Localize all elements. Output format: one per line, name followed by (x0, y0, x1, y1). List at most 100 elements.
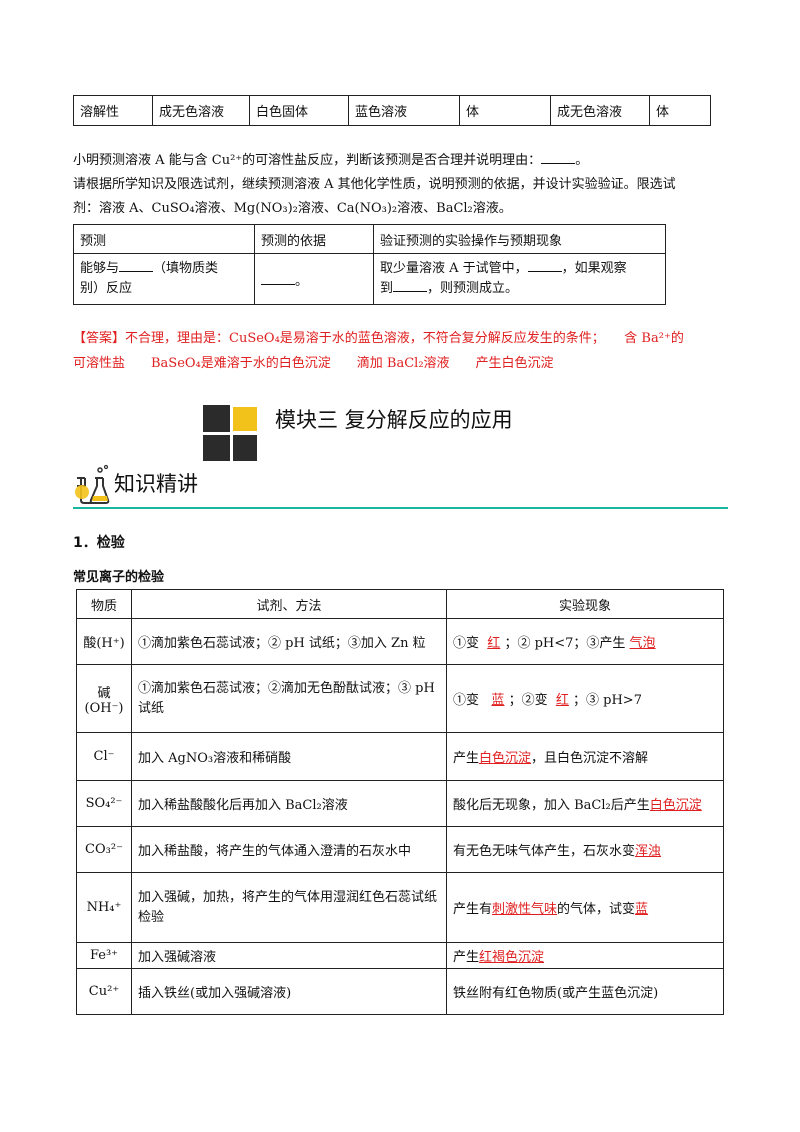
answer-fill: 红 (555, 693, 569, 708)
cell-text: 别）反应 (80, 281, 133, 296)
table-cell: 体 (649, 95, 711, 126)
cell-text: 产生 (453, 751, 480, 766)
cell-text: （填物质类 (153, 261, 219, 276)
table-header-row: 预测 预测的依据 验证预测的实验操作与预期现象 (73, 224, 666, 254)
table-row: 碱(OH⁻) ①滴加紫色石蕊试液；②滴加无色酚酞试液；③ pH 试纸 ①变 蓝 … (76, 664, 724, 733)
table-row: NH₄⁺ 加入强碱，加热，将产生的气体用湿润红色石蕊试纸检验 产生有刺激性气味的… (76, 872, 724, 943)
table-header: 验证预测的实验操作与预期现象 (373, 224, 666, 254)
ion-cell: Fe³⁺ (76, 942, 132, 969)
ion-detection-table: 物质 试剂、方法 实验现象 酸(H⁺) ①滴加紫色石蕊试液；② pH 试纸；③加… (76, 589, 724, 1015)
table-row: 溶解性 成无色溶液 白色固体 蓝色溶液 体 成无色溶液 体 (73, 95, 711, 126)
question-text: 小明预测溶液 A 能与含 Cu²⁺的可溶性盐反应，判断该预测是否合理并说明理由：… (73, 153, 589, 168)
ion-cell: SO₄²⁻ (76, 780, 132, 827)
question-text-3: 剂：溶液 A、CuSO₄溶液、Mg(NO₃)₂溶液、Ca(NO₃)₂溶液、BaC… (73, 201, 512, 216)
phenomenon-cell: 产生有刺激性气味的气体，试变蓝 (446, 872, 724, 943)
cell-text: 产生有 (453, 902, 493, 917)
table-cell: 成无色溶液 (550, 95, 650, 126)
table-cell: 取少量溶液 A 于试管中， ，如果观察 到 ，则预测成立。 (373, 253, 666, 305)
cell-text: ①变 (453, 693, 480, 708)
table-cell: 体 (459, 95, 551, 126)
ion-cell: 酸(H⁺) (76, 618, 132, 665)
method-cell: 加入稀盐酸，将产生的气体通入澄清的石灰水中 (131, 826, 447, 873)
answer-fill: 白色沉淀 (649, 798, 702, 813)
predict-table: 预测 预测的依据 验证预测的实验操作与预期现象 能够与 （填物质类 别）反应 。 … (73, 224, 666, 305)
table-header: 实验现象 (446, 589, 724, 619)
subsection-heading: 常见离子的检验 (73, 570, 165, 585)
ion-cell: 碱(OH⁻) (76, 664, 132, 733)
table-row: SO₄²⁻ 加入稀盐酸酸化后再加入 BaCl₂溶液 酸化后无现象，加入 BaCl… (76, 780, 724, 827)
blank (393, 290, 428, 292)
answer-tag: 【答案】 (73, 331, 126, 346)
table-cell: 溶解性 (73, 95, 153, 126)
method-cell: ①滴加紫色石蕊试液；② pH 试纸；③加入 Zn 粒 (131, 618, 447, 665)
method-cell: 加入 AgNO₃溶液和稀硝酸 (131, 732, 447, 781)
method-cell: 插入铁丝(或加入强碱溶液) (131, 968, 447, 1015)
cell-text: ，且白色沉淀不溶解 (531, 751, 649, 766)
table-header: 物质 (76, 589, 132, 619)
answer-fill: 刺激性气味 (492, 902, 558, 917)
top-table: 溶解性 成无色溶液 白色固体 蓝色溶液 体 成无色溶液 体 (73, 95, 711, 126)
phenomenon-cell: 酸化后无现象，加入 BaCl₂后产生白色沉淀 (446, 780, 724, 827)
method-cell: 加入稀盐酸酸化后再加入 BaCl₂溶液 (131, 780, 447, 827)
question-line: 小明预测溶液 A 能与含 Cu²⁺的可溶性盐反应，判断该预测是否合理并说明理由： (73, 153, 542, 168)
table-row: 酸(H⁺) ①滴加紫色石蕊试液；② pH 试纸；③加入 Zn 粒 ①变 红 ；②… (76, 618, 724, 665)
table-cell: 能够与 （填物质类 别）反应 (73, 253, 255, 305)
phenomenon-cell: ①变 蓝 ；②变 红 ；③ pH>7 (446, 664, 724, 733)
phenomenon-cell: ①变 红 ；② pH<7；③产生 气泡 (446, 618, 724, 665)
answer-fill: 红 (487, 636, 501, 651)
table-cell: 蓝色溶液 (348, 95, 460, 126)
ion-cell: CO₃²⁻ (76, 826, 132, 873)
table-cell: 。 (254, 253, 374, 305)
answer-fill: 红褐色沉淀 (479, 950, 545, 965)
cell-text: ；② pH<7；③产生 (504, 636, 626, 651)
method-cell: 加入强碱，加热，将产生的气体用湿润红色石蕊试纸检验 (131, 872, 447, 943)
module-title: 模块三 复分解反应的应用 (275, 408, 513, 432)
lab-flask-icon (75, 464, 110, 504)
cell-text: 的气体，试变 (557, 902, 636, 917)
answer-text: 不合理，理由是：CuSeO₄是易溶于水的蓝色溶液，不符合复分解反应发生的条件； … (125, 331, 684, 346)
table-row: Fe³⁺ 加入强碱溶液 产生红褐色沉淀 (76, 942, 724, 969)
module-block-icon (203, 405, 257, 461)
phenomenon-cell: 产生红褐色沉淀 (446, 942, 724, 969)
question-text-2: 请根据所学知识及限选试剂，继续预测溶液 A 其他化学性质，说明预测的依据，并设计… (73, 177, 676, 192)
table-row: 能够与 （填物质类 别）反应 。 取少量溶液 A 于试管中， ，如果观察 到 ，则预测… (73, 253, 666, 305)
ion-cell: Cu²⁺ (76, 968, 132, 1015)
table-row: Cu²⁺ 插入铁丝(或加入强碱溶液) 铁丝附有红色物质(或产生蓝色沉淀) (76, 968, 724, 1015)
ion-cell: NH₄⁺ (76, 872, 132, 943)
table-row: CO₃²⁻ 加入稀盐酸，将产生的气体通入澄清的石灰水中 有无色无味气体产生，石灰… (76, 826, 724, 873)
table-row: Cl⁻ 加入 AgNO₃溶液和稀硝酸 产生白色沉淀，且白色沉淀不溶解 (76, 732, 724, 781)
answer-line-2: 可溶性盐 BaSeO₄是难溶于水的白色沉淀 滴加 BaCl₂溶液 产生白色沉淀 (73, 356, 554, 371)
cell-text: 产生 (453, 950, 480, 965)
table-cell: 白色固体 (249, 95, 349, 126)
answer-line-1: 【答案】不合理，理由是：CuSeO₄是易溶于水的蓝色溶液，不符合复分解反应发生的… (73, 328, 684, 350)
answer-fill: 蓝 (635, 902, 649, 917)
cell-text: 酸化后无现象，加入 BaCl₂后产生 (453, 798, 650, 813)
section-divider (73, 507, 728, 509)
cell-text: ，如果观察 (561, 261, 627, 276)
phenomenon-cell: 有无色无味气体产生，石灰水变浑浊 (446, 826, 724, 873)
cell-text: 能够与 (80, 261, 120, 276)
table-header: 试剂、方法 (131, 589, 447, 619)
cell-text: 有无色无味气体产生，石灰水变 (453, 844, 636, 859)
ion-cell: Cl⁻ (76, 732, 132, 781)
phenomenon-cell: 产生白色沉淀，且白色沉淀不溶解 (446, 732, 724, 781)
cell-text: ；②变 (508, 693, 548, 708)
table-header: 预测 (73, 224, 255, 254)
section-heading: 1．检验 (73, 535, 125, 551)
method-cell: 加入强碱溶液 (131, 942, 447, 969)
blank (119, 270, 154, 272)
cell-text: ，则预测成立。 (427, 281, 519, 296)
answer-fill: 白色沉淀 (479, 751, 532, 766)
cell-text: 取少量溶液 A 于试管中， (380, 261, 528, 276)
blank (261, 283, 295, 285)
answer-fill: 蓝 (491, 693, 505, 708)
blank (527, 270, 562, 272)
cell-text: 到 (380, 281, 394, 296)
answer-fill: 气泡 (629, 636, 656, 651)
table-header-row: 物质 试剂、方法 实验现象 (76, 589, 724, 619)
table-header: 预测的依据 (254, 224, 374, 254)
method-cell: ①滴加紫色石蕊试液；②滴加无色酚酞试液；③ pH 试纸 (131, 664, 447, 733)
knowledge-title: 知识精讲 (114, 472, 198, 496)
cell-text: ；③ pH>7 (573, 693, 642, 708)
phenomenon-cell: 铁丝附有红色物质(或产生蓝色沉淀) (446, 968, 724, 1015)
